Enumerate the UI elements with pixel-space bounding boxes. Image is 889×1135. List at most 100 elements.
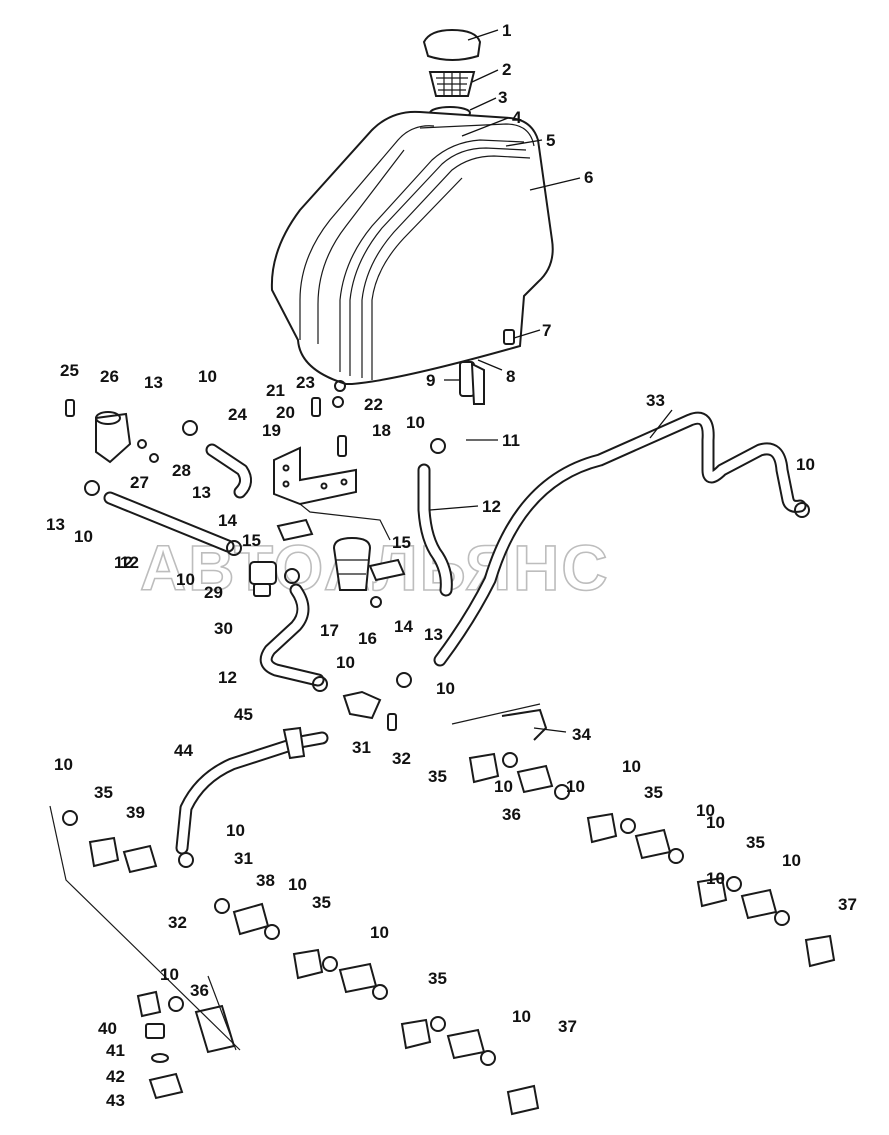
callout-10-l: 10 — [512, 1007, 531, 1026]
bolt-18-icon — [337, 435, 347, 457]
callout-29: 29 — [204, 583, 223, 602]
callout-16: 16 — [358, 629, 377, 648]
callout-18: 18 — [372, 421, 391, 440]
callout-24: 24 — [228, 405, 247, 424]
tee-26-icon — [95, 412, 132, 464]
callout-1: 1 — [502, 21, 511, 40]
callout-36-a: 36 — [502, 805, 521, 824]
callout-22: 22 — [364, 395, 383, 414]
callout-10-r: 10 — [494, 777, 513, 796]
callout-2: 2 — [502, 60, 511, 79]
callout-10-m: 10 — [622, 757, 641, 776]
callout-8: 8 — [506, 367, 515, 386]
callout-12-c: 12 — [218, 668, 237, 687]
callout-35-e: 35 — [644, 783, 663, 802]
callout-35-c: 35 — [428, 969, 447, 988]
cap-icon — [422, 28, 482, 61]
callout-10-t: 10 — [566, 777, 585, 796]
callout-27: 27 — [130, 473, 149, 492]
tee-29-icon — [249, 561, 277, 585]
callout-10-s: 10 — [706, 869, 725, 888]
callout-35-a: 35 — [94, 783, 113, 802]
connector-15b-icon — [368, 558, 406, 582]
callout-21: 21 — [266, 381, 285, 400]
callout-7: 7 — [542, 321, 551, 340]
callout-9: 9 — [426, 371, 435, 390]
plug-7-icon — [503, 329, 515, 345]
callout-43: 43 — [106, 1091, 125, 1110]
spring-41-icon — [145, 1023, 165, 1039]
callout-32-b: 32 — [168, 913, 187, 932]
callout-10-c: 10 — [176, 570, 195, 589]
callout-35-f: 35 — [746, 833, 765, 852]
callout-10-e: 10 — [796, 455, 815, 474]
callout-41: 41 — [106, 1041, 125, 1060]
callout-14-a: 14 — [218, 511, 237, 530]
callout-12-a: 12 — [482, 497, 501, 516]
nozzle-37-icon — [804, 934, 836, 968]
washer-23-icon — [334, 380, 346, 392]
callout-35-b: 35 — [312, 893, 331, 912]
tank-body-icon — [270, 110, 554, 385]
callout-37-a: 37 — [838, 895, 857, 914]
nut-22-icon — [332, 396, 344, 408]
callout-31-b: 31 — [234, 849, 253, 868]
callout-20: 20 — [276, 403, 295, 422]
callout-10-p: 10 — [782, 851, 801, 870]
callout-13-b: 13 — [46, 515, 65, 534]
callout-39: 39 — [126, 803, 145, 822]
bracket-filter — [95, 361, 485, 760]
callout-4: 4 — [512, 108, 522, 127]
callout-12-b: 12 — [120, 553, 139, 572]
callout-44: 44 — [174, 741, 193, 760]
callout-40: 40 — [98, 1019, 117, 1038]
callout-38: 38 — [256, 871, 275, 890]
callout-23: 23 — [296, 373, 315, 392]
callout-10-d: 10 — [406, 413, 425, 432]
leaders — [429, 29, 673, 733]
callout-15-a: 15 — [242, 531, 261, 550]
clamp-45-icon — [282, 726, 306, 760]
nut-43-icon — [148, 1072, 184, 1100]
nozzle-body-40-icon — [136, 990, 162, 1018]
callout-10-i: 10 — [226, 821, 245, 840]
nozzle-35-icon — [88, 836, 120, 868]
nut-27-icon — [137, 439, 147, 449]
tee-31-icon — [342, 690, 382, 720]
tank-assembly — [270, 28, 554, 385]
callout-19: 19 — [262, 421, 281, 440]
callout-33: 33 — [646, 391, 665, 410]
bolt-21-icon — [311, 397, 321, 417]
connector-15a-icon — [276, 518, 314, 542]
callout-10-n: 10 — [696, 801, 715, 820]
callout-30: 30 — [214, 619, 233, 638]
callout-5: 5 — [546, 131, 555, 150]
callout-10-f: 10 — [336, 653, 355, 672]
callout-13-c: 13 — [192, 483, 211, 502]
hoses — [103, 411, 807, 855]
spray-booms — [49, 703, 836, 1116]
callout-31-a: 31 — [352, 738, 371, 757]
sleeve-36-icon — [516, 764, 554, 794]
callout-34: 34 — [572, 725, 591, 744]
callout-13-a: 13 — [144, 373, 163, 392]
callout-3: 3 — [498, 88, 507, 107]
callout-37-b: 37 — [558, 1017, 577, 1036]
sleeve-39-icon — [122, 844, 158, 874]
callout-10-h: 10 — [54, 755, 73, 774]
callout-10-g: 10 — [436, 679, 455, 698]
callout-17: 17 — [320, 621, 339, 640]
callout-11: 11 — [502, 431, 520, 450]
bolt-32-icon — [387, 713, 397, 731]
callout-32-a: 32 — [392, 749, 411, 768]
callout-45: 45 — [234, 705, 253, 724]
washer-42-icon — [151, 1053, 169, 1063]
callout-42: 42 — [106, 1067, 125, 1086]
bracket-icon — [273, 446, 357, 506]
nut-16-icon — [370, 596, 382, 608]
callout-10-b: 10 — [74, 527, 93, 546]
callout-15-b: 15 — [392, 533, 411, 552]
sleeve-38-icon — [232, 902, 270, 936]
nut-28-icon — [149, 453, 159, 463]
